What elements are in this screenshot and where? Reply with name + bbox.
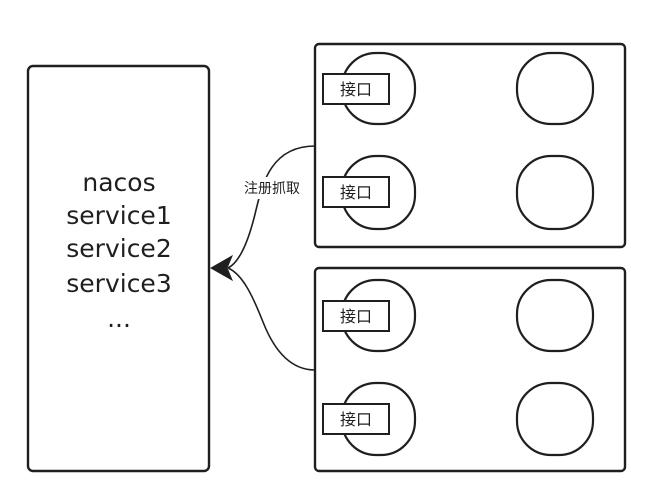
arrowhead-to-registry (209, 254, 234, 282)
connector-group-2 (227, 267, 316, 371)
instance-node (515, 51, 595, 126)
interface-label: 接口 (340, 80, 372, 99)
instance-node (515, 154, 595, 231)
interface-tag (322, 176, 390, 208)
connector-group-1 (227, 145, 316, 269)
registry-line-nacos: nacos (82, 168, 155, 197)
registry-line-ellipsis: ... (107, 304, 131, 333)
registry-line-service3: service3 (66, 269, 171, 298)
registry-line-service1: service1 (66, 201, 171, 230)
instance-node (515, 381, 595, 457)
registry-line-service2: service2 (66, 234, 171, 263)
interface-tag (322, 300, 390, 332)
edge-label-background (233, 177, 311, 199)
interface-tag (322, 403, 390, 435)
interface-label: 接口 (340, 307, 372, 326)
interface-label: 接口 (340, 410, 372, 429)
edge-label: 注册抓取 (244, 181, 300, 197)
service-group-2: 接口 接口 (313, 266, 627, 473)
service-group-1: 接口 接口 (313, 42, 627, 249)
registry-box (26, 64, 211, 473)
instance-node (515, 278, 595, 353)
registry-node: nacos service1 service2 service3 ... (26, 64, 211, 473)
interface-label: 接口 (340, 183, 372, 202)
interface-tag (322, 73, 390, 105)
